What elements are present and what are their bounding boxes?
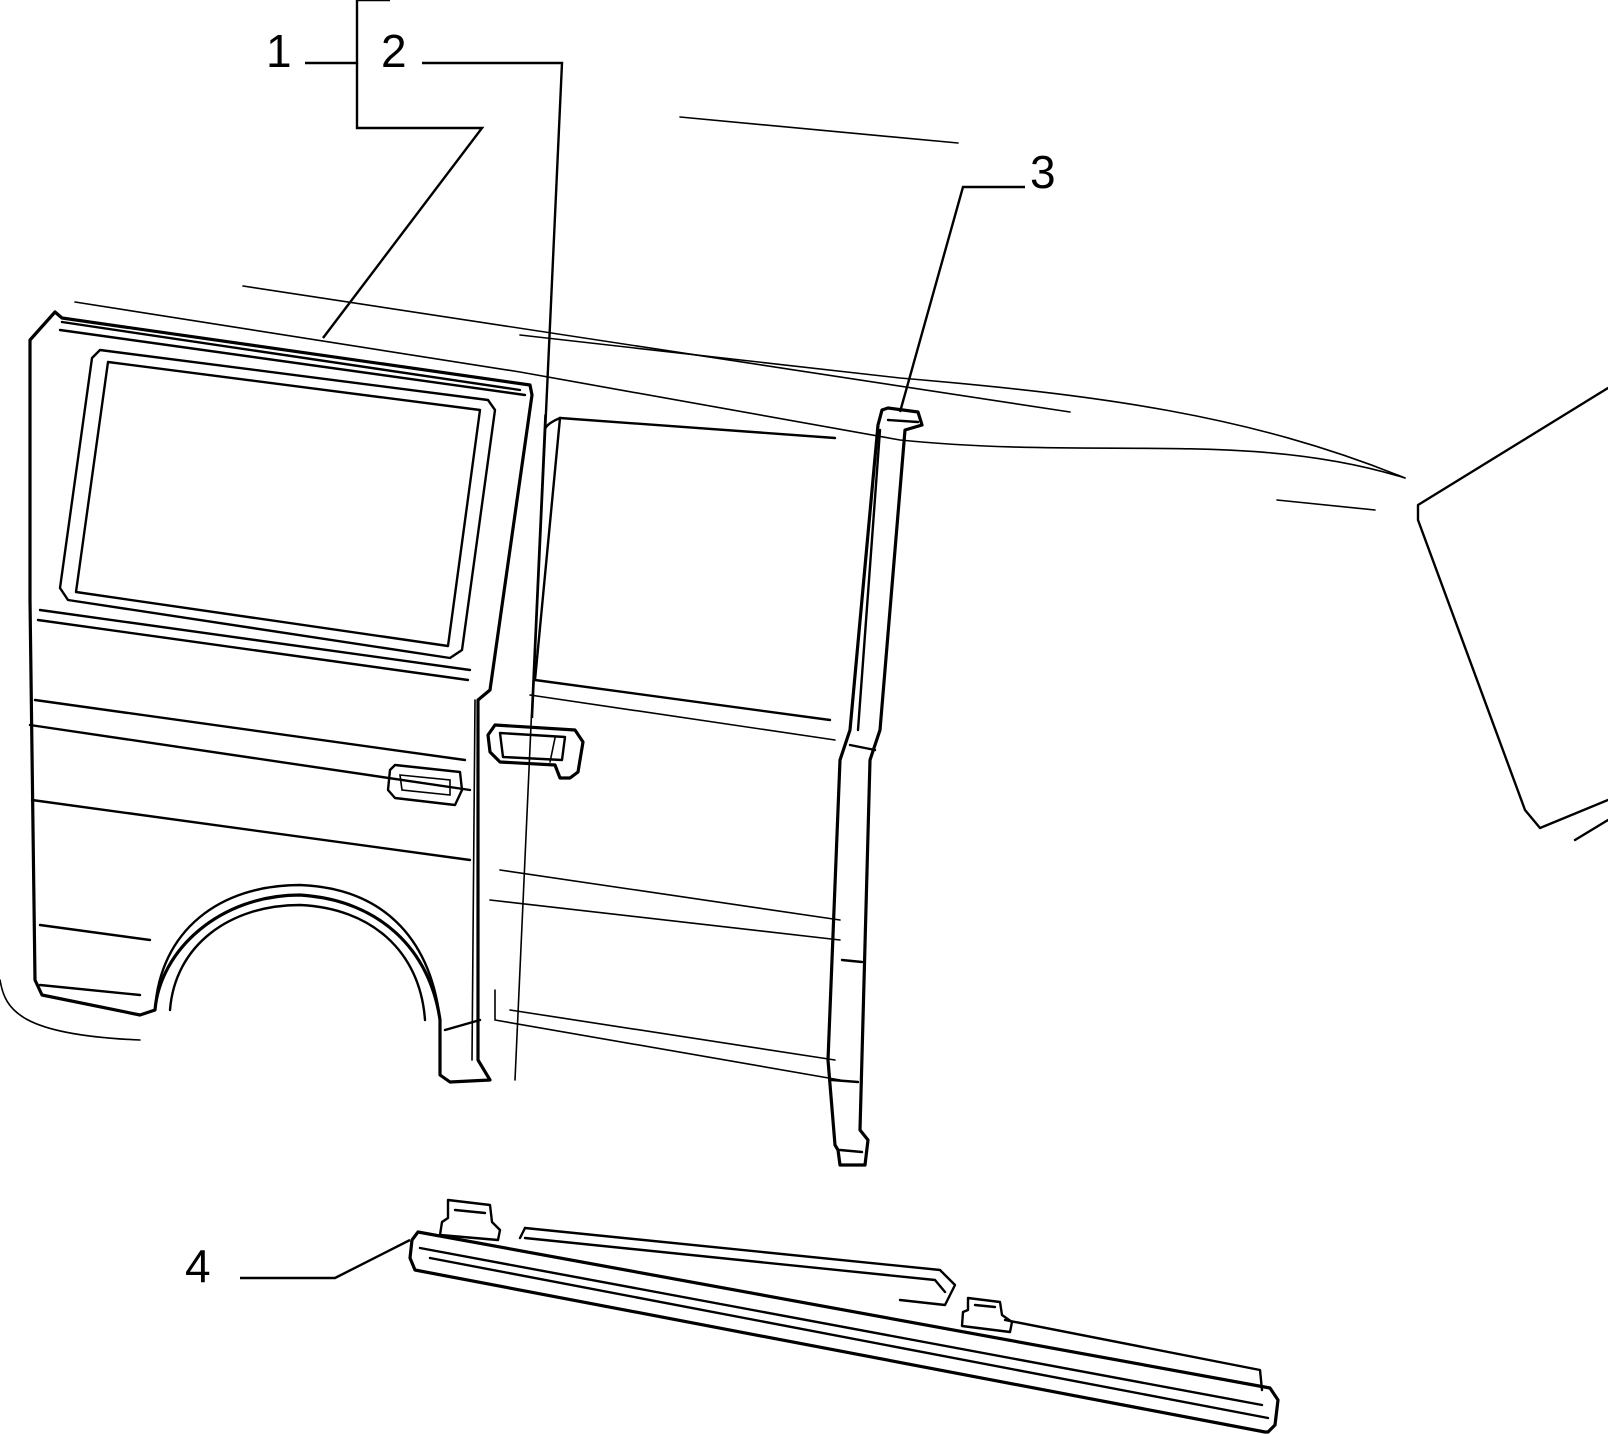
leader-line-3 [898, 185, 1025, 413]
sill-rail-part [408, 1198, 1280, 1434]
callout-label-2: 2 [381, 25, 407, 77]
vertical-pillar-part [826, 406, 924, 1167]
callout-labels: 1 2 3 4 [185, 25, 1056, 1292]
callout-label-4: 4 [185, 1240, 211, 1292]
leader-line-1-branch [322, 63, 485, 339]
leader-line-2 [422, 61, 564, 719]
leader-lines [240, 0, 1025, 1280]
handle-part [486, 723, 585, 780]
leader-line-1 [305, 0, 390, 65]
van-body-outline [0, 116, 1406, 1081]
rear-window-outline [1416, 386, 1608, 842]
rear-side-panel [28, 310, 534, 1084]
sliding-door-area [499, 414, 841, 1081]
callout-label-1: 1 [266, 25, 292, 77]
callout-label-3: 3 [1030, 146, 1056, 198]
leader-line-4 [240, 1238, 411, 1280]
